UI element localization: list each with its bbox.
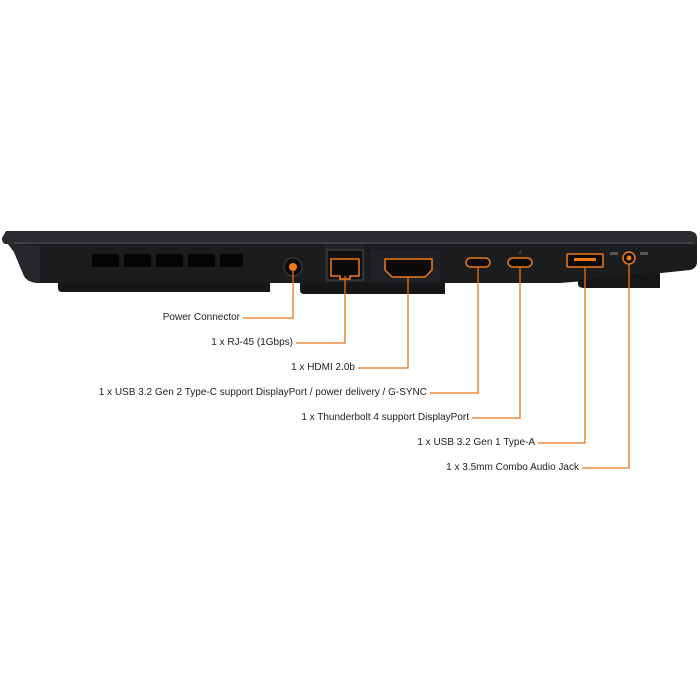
vent-slot — [156, 254, 183, 267]
vent-slot — [124, 254, 151, 267]
ethernet-port-icon — [330, 258, 360, 280]
laptop-front-bevel — [8, 244, 40, 283]
label-audio-jack: 1 x 3.5mm Combo Audio Jack — [446, 462, 579, 473]
usb-c-port-icon — [465, 257, 491, 268]
laptop-underside-3 — [578, 272, 660, 288]
label-hdmi: 1 x HDMI 2.0b — [291, 362, 355, 373]
thunderbolt-symbol-icon: ⚡ — [518, 250, 522, 257]
leader-line-power-connector — [243, 271, 294, 319]
rj45-port — [326, 249, 364, 281]
label-usb-a-gen1: 1 x USB 3.2 Gen 1 Type-A — [417, 437, 535, 448]
leader-line-hdmi — [358, 278, 409, 369]
vent-slot — [220, 254, 243, 267]
hdmi-port — [384, 258, 433, 278]
laptop-lid-edge — [2, 231, 697, 244]
leader-line-usb-a-gen1 — [538, 267, 586, 444]
vent-slot — [188, 254, 215, 267]
round-jack-icon — [289, 263, 297, 271]
label-thunderbolt4: 1 x Thunderbolt 4 support DisplayPort — [301, 412, 469, 423]
usb-c-port-icon — [507, 257, 533, 268]
usb-c-gen2-port — [465, 257, 491, 268]
label-rj45: 1 x RJ-45 (1Gbps) — [211, 337, 293, 348]
leader-line-usb-c-gen2 — [430, 267, 479, 394]
label-power-connector: Power Connector — [162, 312, 240, 323]
label-usb-c-gen2: 1 x USB 3.2 Gen 2 Type-C support Display… — [98, 387, 427, 398]
leader-line-thunderbolt4 — [472, 267, 521, 419]
callout-lines — [243, 264, 630, 469]
audio-jack-port — [622, 251, 636, 265]
vent-slot — [92, 254, 119, 267]
leader-line-audio-jack — [582, 264, 630, 469]
laptop-underside-2 — [300, 283, 445, 294]
audio-jack-icon — [626, 255, 632, 261]
laptop-underside — [58, 283, 270, 292]
cooling-vents — [92, 254, 243, 267]
hdmi-port-icon — [384, 258, 433, 278]
led-indicators — [610, 252, 648, 255]
leader-line-rj45 — [296, 276, 346, 344]
usb-a-gen1-port — [566, 253, 604, 268]
